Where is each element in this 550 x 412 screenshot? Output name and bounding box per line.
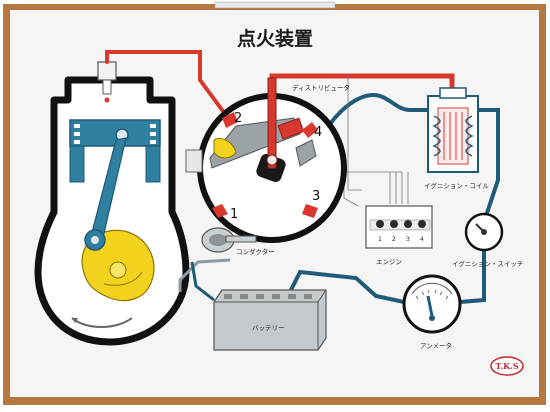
ignition-coil-label: イグニション・コイル	[424, 181, 489, 190]
distributor: 2 4 3 1	[185, 77, 347, 243]
high-tension-wire	[105, 50, 230, 120]
ignition-switch-label: イグニション・スイッチ	[452, 259, 523, 268]
plug-number-1: 1	[378, 236, 382, 243]
engine-cylinder	[34, 61, 190, 346]
ignition-coil	[427, 87, 479, 173]
terminal-1	[212, 204, 228, 218]
spark-plug-1	[376, 220, 384, 228]
spark-icon	[104, 97, 110, 103]
condenser-label: コンダクター	[236, 247, 275, 256]
rotor-arm	[267, 77, 277, 169]
ammeter-needle-icon	[426, 295, 434, 317]
condenser	[201, 227, 257, 253]
tks-logo: T.K.S	[490, 356, 524, 376]
ammeter-label: アンメータ	[420, 341, 452, 350]
spark-plug-3	[404, 220, 412, 228]
battery-wire	[288, 269, 405, 304]
ignition-switch	[464, 212, 504, 252]
spark-plug-block: 1 2 3 4	[365, 205, 433, 249]
plug-number-3: 3	[406, 236, 410, 243]
terminal-label-2: 2	[234, 111, 242, 126]
terminal-label-3: 3	[312, 189, 320, 204]
terminal-label-4: 4	[314, 125, 322, 140]
battery-label: バッテリー	[252, 324, 285, 332]
plug-number-2: 2	[392, 236, 396, 243]
rotation-arrow-icon	[72, 318, 78, 323]
spark-plug-body	[97, 61, 117, 81]
plug-number-4: 4	[420, 236, 424, 243]
diagram-title: 点火装置	[237, 27, 313, 50]
terminal-2	[222, 112, 238, 128]
ammeter	[402, 274, 462, 334]
ground-wire	[178, 258, 231, 292]
engine-label: エンジン	[376, 258, 402, 266]
hanger-clip	[214, 1, 336, 9]
logo-text: T.K.S	[495, 361, 518, 371]
terminal-3	[302, 204, 318, 218]
terminal-label-1: 1	[230, 207, 238, 222]
terminal-4	[302, 122, 318, 138]
spark-plug-4	[418, 220, 426, 228]
distributor-label: ディストリビュータ	[292, 83, 350, 92]
battery	[213, 289, 327, 351]
spark-plug-2	[390, 220, 398, 228]
